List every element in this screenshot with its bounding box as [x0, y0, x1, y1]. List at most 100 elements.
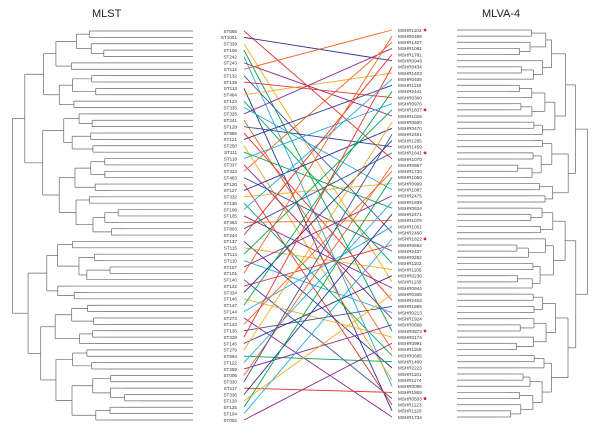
right-leaf-label: MSHR1139	[398, 280, 422, 285]
right-leaf-label: MSHR0503	[398, 396, 422, 401]
left-leaf-label: ST105	[223, 214, 237, 219]
right-leaf-label: MSHR0174	[398, 335, 422, 340]
right-leaf-label: MSHR1087	[398, 188, 422, 193]
right-leaf-label: MSHR1459	[398, 145, 422, 150]
link-line	[243, 35, 393, 274]
left-leaf-label: ST259	[223, 367, 237, 372]
left-leaf-label: ST128	[223, 124, 237, 129]
link-line	[243, 202, 393, 356]
link-line	[243, 151, 393, 209]
link-line	[243, 195, 393, 268]
left-leaf-label: ST118	[224, 156, 238, 161]
left-leaf-label: ST664	[223, 354, 237, 359]
left-leaf-label: ST139	[223, 80, 237, 85]
left-leaf-label: ST333	[223, 169, 237, 174]
left-leaf-label: ST250	[223, 144, 237, 149]
link-line	[243, 66, 393, 338]
link-line	[243, 355, 393, 363]
link-line	[243, 226, 393, 312]
link-line	[243, 177, 393, 408]
left-leaf-label: ST130	[223, 201, 237, 206]
right-leaf-label: MSHR0944	[398, 286, 422, 291]
right-leaf-label: MSHR1161	[398, 372, 422, 377]
link-line	[243, 107, 393, 191]
left-leaf-label: ST111	[224, 150, 237, 155]
right-leaf-label: MSHR0634	[398, 206, 422, 211]
left-leaf-label: ST117	[224, 386, 238, 391]
right-leaf-label: MSHR2461	[398, 132, 422, 137]
link-line	[243, 41, 393, 172]
right-leaf-label: MSHR0991	[398, 341, 422, 346]
left-leaf-label: ST132	[223, 73, 237, 78]
left-leaf-label: ST996	[223, 131, 237, 136]
left-dendrogram	[12, 30, 193, 421]
left-leaf-label: ST147	[223, 303, 237, 308]
link-line	[243, 215, 393, 289]
link-line	[243, 36, 393, 62]
left-leaf-label: ST145	[223, 341, 237, 346]
link-line	[243, 387, 393, 393]
right-leaf-label: MSHR1837	[398, 108, 422, 113]
left-leaf-label: ST146	[223, 297, 237, 302]
right-leaf-label: MSHR0999	[398, 181, 422, 186]
link-line	[243, 91, 393, 306]
right-leaf-label: MSHR0096	[398, 384, 422, 389]
highlight-marker	[423, 237, 427, 241]
left-leaf-label: ST803	[223, 226, 237, 231]
link-line	[243, 324, 393, 370]
left-leaf-label: ST142	[223, 284, 237, 289]
left-leaf-label: ST137	[223, 239, 237, 244]
left-leaf-labels: ST665ST1001ST339ST106ST242ST243ST112ST13…	[221, 29, 238, 423]
right-leaf-label: MSHR2437	[398, 249, 422, 254]
left-leaf-label: ST243	[223, 61, 237, 66]
left-leaf-label: ST122	[223, 360, 237, 365]
link-lines	[243, 29, 393, 421]
right-leaf-label: MSHR0695	[398, 353, 422, 358]
left-leaf-label: ST241	[223, 118, 237, 123]
left-leaf-label: ST121	[223, 137, 237, 142]
right-leaf-label: MSHR1102	[398, 28, 422, 33]
right-leaf-label: MSHR1641	[398, 151, 422, 156]
right-leaf-label: MSHR2471	[398, 212, 422, 217]
left-leaf-label: ST328	[223, 335, 237, 340]
link-line	[243, 109, 393, 255]
link-line	[243, 219, 393, 223]
left-leaf-label: ST332	[223, 195, 237, 200]
right-leaf-label: MSHR1924	[398, 317, 422, 322]
right-leaf-label: MSHR1075	[398, 218, 422, 223]
right-leaf-labels: MSHR1102MSHR0499MSHR1407MSHR1081MSHR1781…	[398, 28, 422, 420]
link-line	[243, 84, 393, 140]
link-line	[243, 164, 393, 320]
left-leaf-label: ST463	[223, 220, 237, 225]
link-line	[243, 238, 393, 414]
right-leaf-label: MSHR1869	[398, 390, 422, 395]
left-leaf-label: ST143	[223, 322, 237, 327]
right-leaf-label: MSHR0300	[398, 95, 422, 100]
link-line	[243, 293, 393, 402]
left-leaf-label: ST112	[224, 67, 238, 72]
left-leaf-label: ST114	[224, 252, 238, 257]
link-line	[243, 121, 393, 351]
right-leaf-label: MSHR0499	[398, 34, 422, 39]
left-leaf-label: ST337	[223, 163, 237, 168]
right-leaf-label: MSHR0213	[398, 310, 422, 315]
left-leaf-label: ST335	[223, 105, 237, 110]
left-leaf-label: ST125	[223, 405, 237, 410]
link-line	[243, 30, 393, 160]
left-leaf-label: ST325	[223, 112, 237, 117]
left-leaf-label: ST665	[223, 29, 237, 34]
right-leaf-label: MSHR1123	[398, 403, 422, 408]
left-leaf-label: ST113	[224, 86, 238, 91]
left-leaf-label: ST115	[224, 246, 238, 251]
right-leaf-markers	[423, 28, 427, 400]
left-leaf-label: ST126	[223, 399, 237, 404]
link-line	[243, 140, 393, 293]
right-leaf-label: MSHR1822	[398, 237, 422, 242]
right-leaf-label: MSHR1865	[398, 304, 422, 309]
left-leaf-label: ST006	[223, 373, 237, 378]
left-leaf-label: ST136	[223, 329, 237, 334]
left-leaf-label: ST002	[223, 418, 237, 423]
right-leaf-label: MSHR0434	[398, 65, 422, 70]
